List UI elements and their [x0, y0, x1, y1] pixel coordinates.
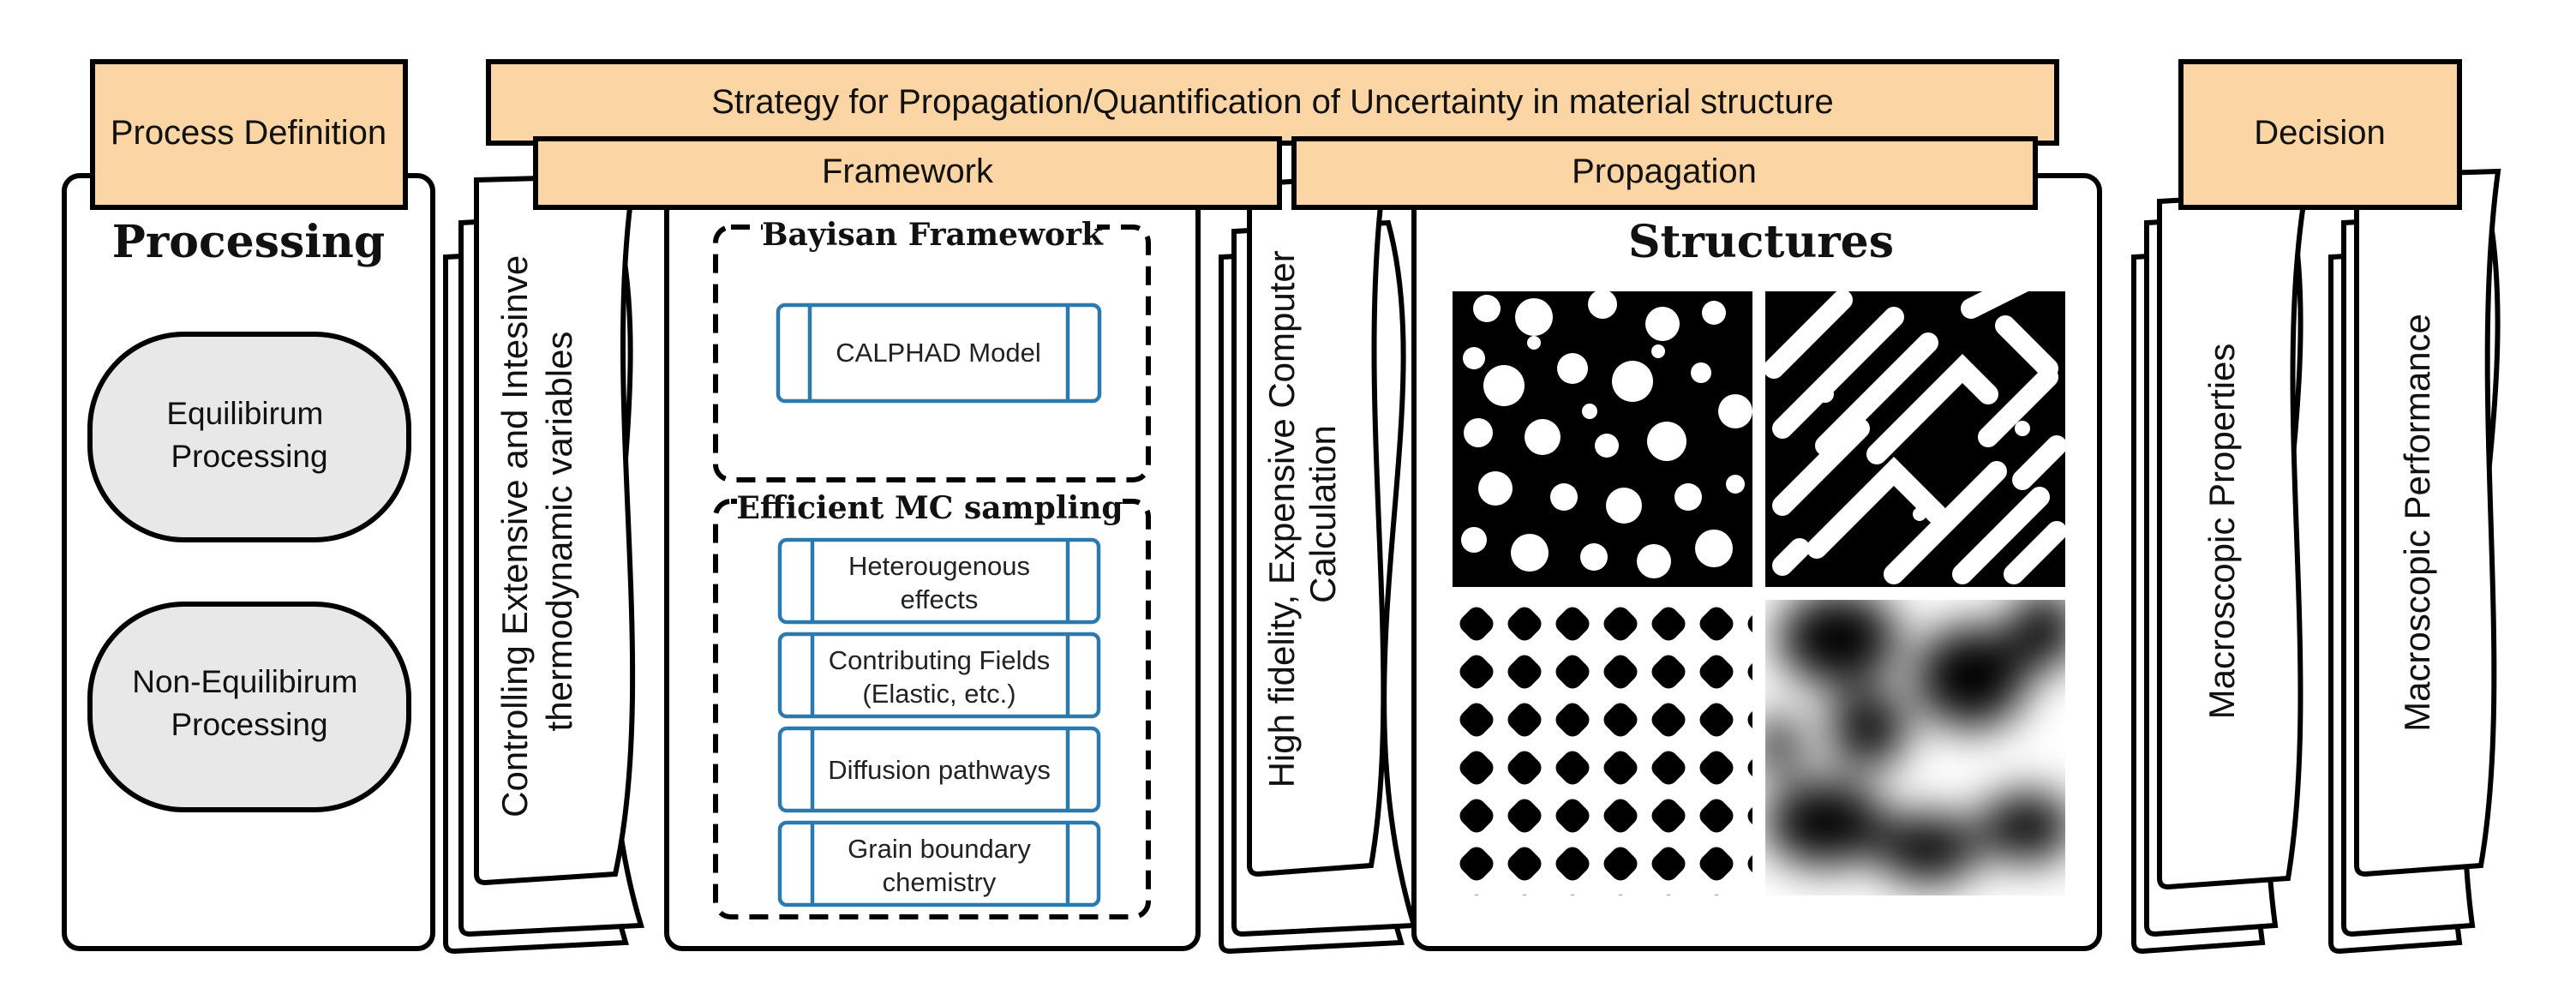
- framework-header-label: Framework: [822, 153, 994, 190]
- decision-header: Decision: [2178, 59, 2462, 210]
- decision-header-label: Decision: [2254, 114, 2385, 152]
- equilibrium-processing-node: [87, 332, 411, 542]
- macroscopic-performance-label: Macroscopic Performance: [2397, 314, 2437, 732]
- diffusion-pathways-label: Diffusion pathways: [828, 755, 1051, 785]
- non-equilibrium-processing-label: Non-Equilibirum Processing: [132, 664, 367, 742]
- controlling-variables-label: Controlling Extensive and Intesinve ther…: [494, 245, 579, 817]
- processing-title: Processing: [112, 216, 385, 268]
- calphad-model-box: CALPHAD Model: [776, 302, 1102, 404]
- high-fidelity-stack: High fidelity, Expensive Computer Calcul…: [1219, 172, 1417, 955]
- process-definition-label: Process Definition: [111, 114, 386, 152]
- structures-panel: Structures: [1411, 173, 2102, 951]
- macroscopic-performance-stack: Macroscopic Performance: [2328, 168, 2501, 955]
- blurred-domains-image: [1765, 600, 2065, 895]
- propagation-header: Propagation: [1291, 136, 2038, 210]
- contributing-fields-label: Contributing Fields(Elastic, etc.): [829, 645, 1050, 709]
- mc-sampling-box: [713, 499, 1151, 919]
- mc-sampling-title: Efficient MC sampling: [736, 490, 1123, 526]
- diffusion-pathways-box: Diffusion pathways: [777, 726, 1101, 813]
- contributing-fields-box: Contributing Fields(Elastic, etc.): [777, 632, 1101, 719]
- equilibrium-processing-label: Equilibirum Processing: [166, 396, 332, 474]
- controlling-variables-stack: Controlling Extensive and Intesinve ther…: [443, 172, 644, 955]
- process-definition-header: Process Definition: [90, 59, 408, 210]
- processing-panel: Processing Equilibirum Processing Non-Eq…: [62, 173, 435, 951]
- strategy-label: Strategy for Propagation/Quantification …: [711, 83, 1834, 121]
- bayesian-framework-box: [713, 225, 1151, 482]
- propagation-header-label: Propagation: [1572, 153, 1757, 190]
- cuboid-lattice-image: [1453, 600, 1752, 895]
- precipitate-spots-image: [1453, 291, 1752, 587]
- macroscopic-properties-stack: Macroscopic Properties: [2131, 189, 2309, 955]
- framework-panel: Bayisan Framework CALPHAD Model Efficien…: [664, 173, 1201, 951]
- framework-header: Framework: [533, 136, 1282, 210]
- high-fidelity-label: High fidelity, Expensive Computer Calcul…: [1261, 241, 1343, 788]
- macroscopic-properties-label: Macroscopic Properties: [2202, 344, 2242, 720]
- bayesian-framework-title: Bayisan Framework: [762, 217, 1104, 253]
- calphad-model-label: CALPHAD Model: [836, 338, 1040, 368]
- non-equilibrium-processing-node: [87, 602, 411, 812]
- structures-title: Structures: [1628, 216, 1894, 268]
- labyrinth-stripes-image: [1765, 291, 2065, 587]
- strategy-header: Strategy for Propagation/Quantification …: [486, 59, 2059, 146]
